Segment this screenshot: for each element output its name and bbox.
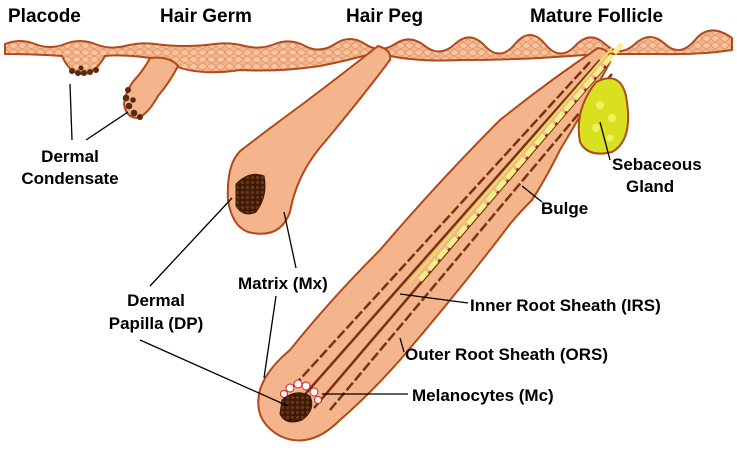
root-sheath-lines	[291, 59, 613, 411]
leader-lines	[69, 83, 611, 407]
hair-peg	[226, 44, 392, 235]
title-hair-peg: Hair Peg	[346, 6, 423, 27]
melanocytes	[280, 379, 322, 404]
label-dermal-condensate-line2: Condensate	[21, 169, 118, 188]
title-hair-germ: Hair Germ	[160, 6, 252, 27]
label-sebaceous-line2: Gland	[626, 177, 674, 196]
title-mature-follicle: Mature Follicle	[530, 6, 663, 27]
sebaceous-cells	[592, 101, 616, 142]
label-melanocytes: Melanocytes (Mc)	[412, 386, 554, 405]
label-matrix: Matrix (Mx)	[238, 274, 328, 293]
hair-germ	[122, 56, 180, 120]
label-dermal-papilla-line1: Dermal	[127, 291, 185, 310]
label-dermal-papilla-line2: Papilla (DP)	[109, 314, 203, 333]
mature-dermal-papilla	[279, 392, 313, 423]
hair-shaft	[418, 42, 624, 282]
label-bulge: Bulge	[541, 199, 588, 218]
label-dermal-condensate-line1: Dermal	[41, 147, 99, 166]
label-sebaceous-line1: Sebaceous	[612, 155, 702, 174]
title-placode: Placode	[8, 6, 81, 27]
hair-peg-dermal-papilla	[235, 173, 266, 215]
label-inner-root-sheath: Inner Root Sheath (IRS)	[470, 296, 661, 315]
hair-germ-dermal-condensate	[122, 87, 143, 120]
sebaceous-gland	[577, 77, 630, 155]
label-outer-root-sheath: Outer Root Sheath (ORS)	[405, 345, 608, 364]
hair-shaft-edge	[409, 47, 613, 283]
mature-follicle	[257, 46, 612, 442]
placode-dermal-condensate	[69, 65, 99, 76]
